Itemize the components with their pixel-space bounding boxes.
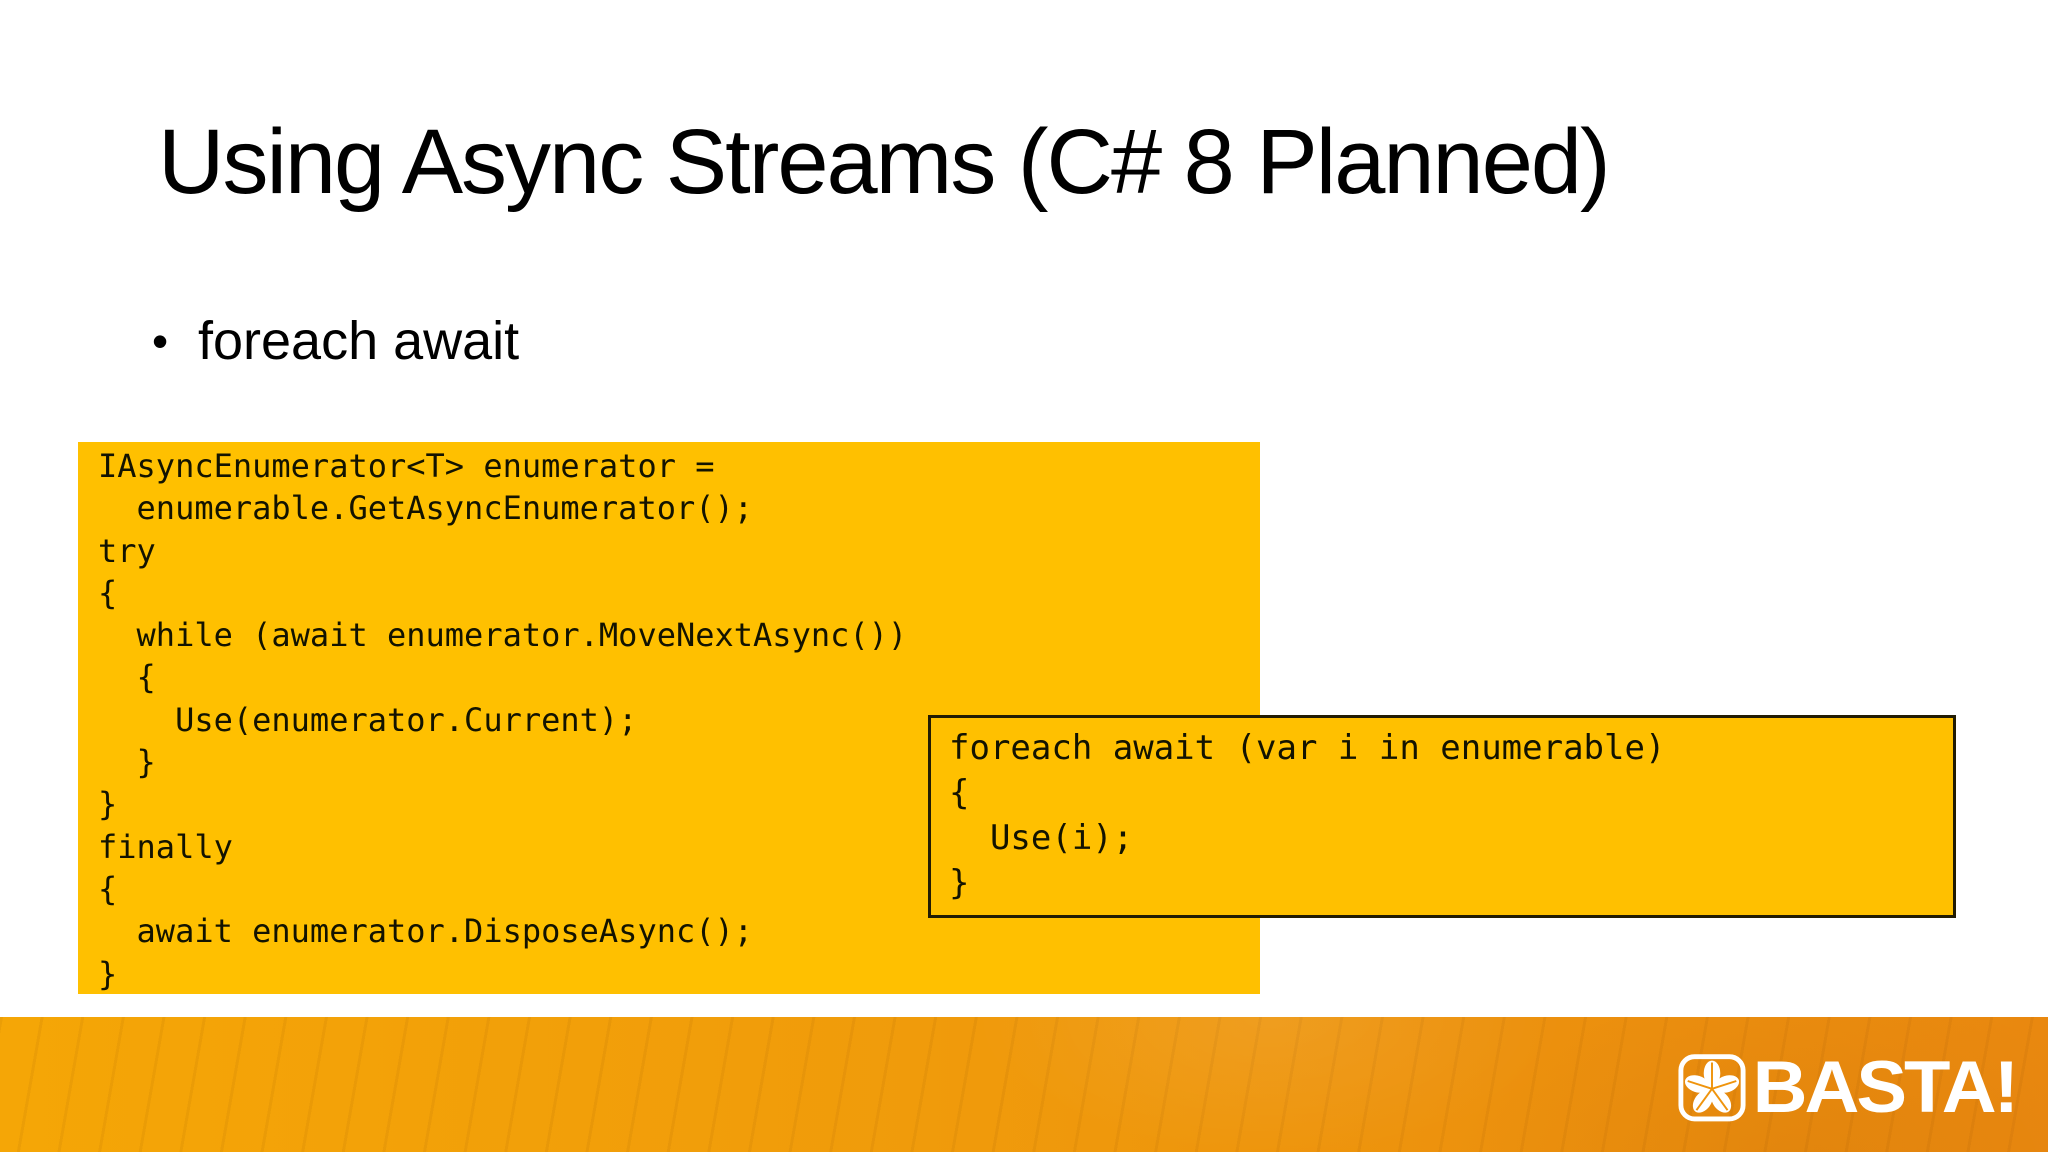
basta-wordmark: BASTA!: [1752, 1046, 2019, 1128]
bullet-item: • foreach await: [152, 308, 519, 374]
slide-title: Using Async Streams (C# 8 Planned): [158, 111, 1611, 213]
bullet-text: foreach await: [198, 311, 520, 371]
basta-logo: BASTA!: [1677, 1046, 2019, 1128]
footer-bar: BASTA!: [0, 1017, 2048, 1152]
basta-flower-icon: [1678, 1053, 1746, 1121]
code-callout-foreach-await: foreach await (var i in enumerable) { Us…: [928, 715, 1956, 918]
bullet-marker: •: [152, 315, 169, 367]
